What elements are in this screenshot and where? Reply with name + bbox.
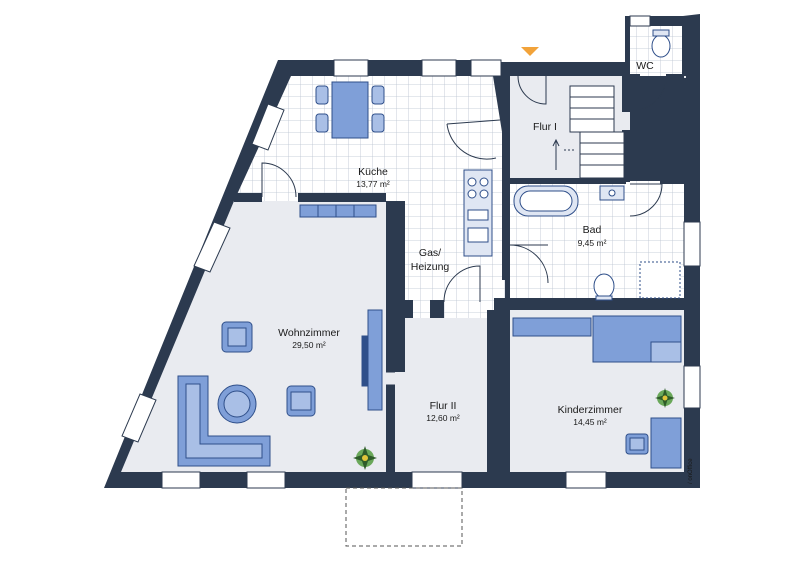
radiators <box>299 204 377 218</box>
interior-walls <box>234 62 686 473</box>
area-kueche: 13,77 m² <box>356 179 390 189</box>
window-kinder-right <box>683 365 701 409</box>
window-flur1 <box>470 59 502 77</box>
bathroom-fixtures <box>513 185 681 301</box>
area-flur2: 12,60 m² <box>426 413 460 423</box>
brand-logo: / onOffice <box>688 458 694 484</box>
window-kueche-1 <box>333 59 369 77</box>
wc-toilet <box>651 29 671 58</box>
window-left-1 <box>251 103 285 151</box>
balcony-outline <box>345 487 463 547</box>
window-bottom-1 <box>161 471 201 489</box>
floor-flur2 <box>395 318 487 472</box>
label-kinderzimmer: Kinderzimmer <box>558 404 623 416</box>
area-kinderzimmer: 14,45 m² <box>573 417 607 427</box>
area-bad: 9,45 m² <box>578 238 607 248</box>
label-bad: Bad <box>583 224 602 236</box>
doors <box>261 75 667 410</box>
room-labels: Küche 13,77 m² Flur I WC Bad 9,45 m² Gas… <box>278 60 654 427</box>
label-flur2: Flur II <box>430 400 457 412</box>
label-gas-line2: Heizung <box>411 261 450 273</box>
window-bad <box>683 221 701 267</box>
window-left-3 <box>121 393 157 443</box>
window-kueche-2 <box>421 59 457 77</box>
kitchen-counter <box>463 169 493 257</box>
window-wc <box>629 15 651 27</box>
floor-wohnzimmer <box>121 201 395 472</box>
window-left-2 <box>193 221 231 273</box>
windows <box>121 15 701 489</box>
label-flur1: Flur I <box>533 121 557 133</box>
plant-icon <box>353 446 377 470</box>
window-bottom-2 <box>246 471 286 489</box>
label-gas-line1: Gas/ <box>419 247 441 259</box>
dining-set <box>315 81 385 139</box>
kids-furniture <box>512 315 682 469</box>
window-bottom-4 <box>565 471 607 489</box>
entry-marker-icon <box>521 47 539 56</box>
staircase <box>552 85 625 179</box>
area-wohnzimmer: 29,50 m² <box>292 340 326 350</box>
plant-icon-kinder <box>655 388 675 408</box>
label-wohnzimmer: Wohnzimmer <box>278 327 340 339</box>
label-wc: WC <box>636 60 654 72</box>
floor-flur1-upper <box>684 76 686 78</box>
living-furniture <box>177 309 383 467</box>
window-bottom-3 <box>411 471 463 489</box>
label-kueche: Küche <box>358 166 388 178</box>
